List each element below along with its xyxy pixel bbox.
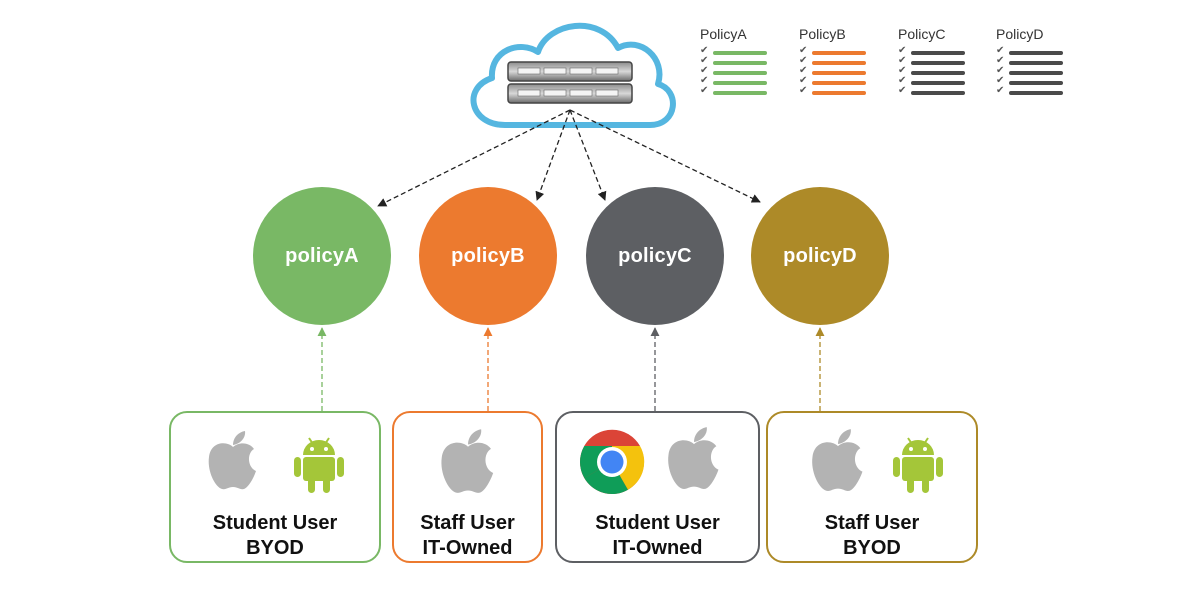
group-user-type: Student User	[595, 512, 720, 534]
policy-label: policyD	[783, 244, 857, 267]
policy-label: policyB	[451, 244, 525, 267]
legend-checklist: ✔ ✔ ✔ ✔ ✔	[996, 45, 1076, 99]
group-ownership: BYOD	[246, 537, 304, 559]
group-label: Student User IT-Owned	[557, 511, 758, 561]
policy-node-b: policyB	[419, 187, 557, 325]
policy-label: policyC	[618, 244, 692, 267]
legend-title: PolicyA	[700, 26, 747, 42]
policy-label: policyA	[285, 244, 359, 267]
device-group-student-byod: Student User BYOD	[169, 411, 381, 563]
legend-title: PolicyD	[996, 26, 1044, 42]
legend-title: PolicyC	[898, 26, 946, 42]
group-user-type: Student User	[212, 512, 338, 534]
legend-checklist: ✔ ✔ ✔ ✔ ✔	[898, 45, 978, 99]
connector-to-policyC	[569, 109, 607, 201]
group-label: Staff User IT-Owned	[394, 511, 541, 561]
group-connectors	[317, 327, 825, 411]
connector-to-policyA	[377, 109, 571, 207]
policy-node-c: policyC	[586, 187, 724, 325]
connector-to-policyD	[569, 109, 761, 203]
device-group-student-it-owned: Student User IT-Owned	[555, 411, 760, 563]
device-group-staff-it-owned: Staff User IT-Owned	[392, 411, 543, 563]
group-label: Student User BYOD	[171, 511, 379, 561]
legend-checklist: ✔ ✔ ✔ ✔ ✔	[700, 45, 780, 99]
legend-title: PolicyB	[799, 26, 846, 42]
group-label: Staff User BYOD	[768, 511, 976, 561]
apple-icon	[812, 429, 863, 491]
apple-icon	[208, 431, 256, 490]
server-icon	[507, 61, 633, 104]
android-icon	[294, 437, 344, 493]
apple-icon	[441, 429, 494, 493]
policy-node-a: policyA	[253, 187, 391, 325]
group-ownership: BYOD	[843, 537, 901, 559]
device-group-staff-byod: Staff User BYOD	[766, 411, 978, 563]
group-user-type: Staff User	[420, 512, 515, 534]
apple-icon	[668, 427, 719, 489]
chrome-icon	[580, 429, 645, 494]
policy-node-d: policyD	[751, 187, 889, 325]
group-user-type: Staff User	[824, 512, 920, 534]
legend-checklist: ✔ ✔ ✔ ✔ ✔	[799, 45, 879, 99]
group-ownership: IT-Owned	[612, 537, 703, 559]
group-ownership: IT-Owned	[422, 537, 513, 559]
android-icon	[893, 437, 943, 493]
cloud-connectors	[377, 109, 761, 207]
